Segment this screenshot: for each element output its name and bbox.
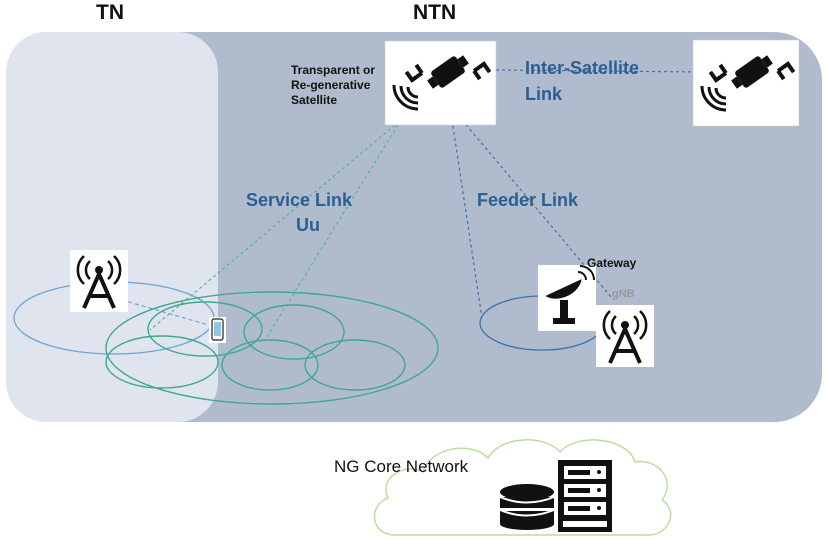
tn-label: TN [96, 1, 124, 24]
feeder-link-label: Feeder Link [477, 190, 579, 210]
satellite-coverage-area [105, 291, 439, 405]
ng-core-network-label: NG Core Network [334, 457, 469, 476]
cell-tower-icon [70, 250, 128, 312]
server-rack-icon [558, 460, 612, 532]
tn-region [6, 32, 218, 422]
service-link-interface-label: Uu [296, 215, 320, 235]
database-icon [499, 484, 555, 530]
inter-satellite-link-label-line1: Inter-Satellite [525, 58, 640, 78]
ntn-label: NTN [413, 1, 457, 24]
satellite-caption-line1: Transparent or [291, 63, 376, 77]
smartphone-icon [209, 317, 226, 343]
inter-satellite-link-label-line2: Link [525, 84, 563, 104]
satellite-icon [692, 39, 800, 127]
satellite-dish-icon [538, 265, 596, 331]
satellite-caption-line3: Satellite [291, 93, 338, 107]
service-link-lines [149, 124, 399, 341]
cell-tower-icon [596, 305, 654, 367]
gateway-label: Gateway [587, 256, 637, 270]
inter-satellite-link-line [495, 69, 701, 73]
satellite-icon [384, 40, 497, 126]
service-link-label: Service Link [246, 190, 353, 210]
satellite-caption-line2: Re-generative [291, 78, 371, 92]
gnb-label: gNB [612, 288, 635, 300]
